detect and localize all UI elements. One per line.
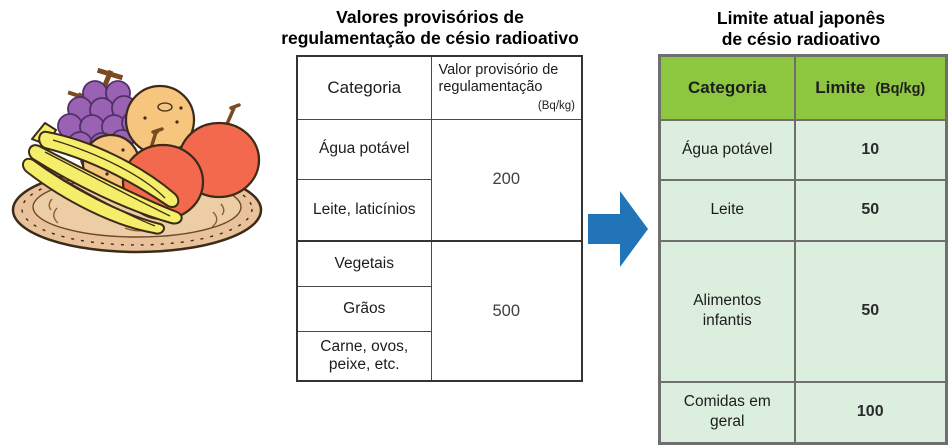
right-arrow-icon (588, 191, 648, 267)
right-header-category: Categoria (658, 54, 796, 121)
right-value-50-infantis: 50 (793, 239, 948, 383)
left-value-500: 500 (430, 240, 583, 382)
left-row-carne-ovos-peixe: Carne, ovos, peixe, etc. (296, 330, 582, 382)
right-cell-alimentos-infantis: Alimentos infantis (658, 239, 796, 383)
left-title-line1: Valores provisórios de (336, 7, 524, 27)
left-header-category: Categoria (296, 55, 432, 120)
right-value-50-leite: 50 (793, 178, 948, 242)
left-cell-graos: Grãos (296, 285, 432, 332)
right-row-comidas-em-geral: Comidas em geral 100 (658, 380, 948, 445)
right-value-10: 10 (793, 118, 948, 181)
left-row-vegetais: Vegetais 500 (296, 240, 583, 382)
right-title-line1: Limite atual japonês (716, 8, 886, 28)
left-table-title: Valores provisórios de regulamentação de… (262, 7, 598, 49)
left-row-graos: Grãos (296, 285, 582, 332)
right-header-unit: (Bq/kg) (875, 80, 926, 97)
right-cell-leite: Leite (658, 178, 796, 242)
left-table-header-row: Categoria Valor provisório de regulament… (296, 55, 583, 120)
left-row-leite-laticinios: Leite, laticínios (296, 178, 582, 242)
left-value-200: 200 (430, 118, 583, 242)
right-cell-comidas-em-geral: Comidas em geral (658, 380, 796, 445)
left-title-line2: regulamentação de césio radioativo (281, 28, 579, 48)
right-table-title: Limite atual japonês de césio radioativo (655, 8, 947, 50)
current-limits-table: Categoria Limite(Bq/kg) Água potável 10 … (658, 54, 948, 445)
right-header-limit: Limite (Bq/kg) (793, 54, 948, 121)
right-table-header-row: Categoria Limite (Bq/kg) (658, 54, 948, 121)
left-cell-leite-laticinios: Leite, laticínios (296, 178, 432, 242)
right-row-leite: Leite 50 (658, 178, 948, 242)
left-cell-agua-potavel: Água potável (296, 118, 432, 180)
left-cell-carne-ovos-peixe: Carne, ovos, peixe, etc. (296, 330, 432, 382)
left-header-value-line2: regulamentação (438, 79, 543, 95)
right-title-line2: de césio radioativo (721, 29, 881, 49)
left-row-agua-potavel: Água potável 200 (296, 118, 583, 242)
provisional-values-table: Categoria Valor provisório de regulament… (296, 55, 583, 382)
left-header-value-line1: Valor provisório de (438, 62, 559, 78)
right-header-limit-label: Limite (815, 77, 866, 97)
left-header-unit: (Bq/kg) (537, 100, 575, 112)
fruit-basket-illustration (11, 67, 263, 254)
left-cell-vegetais: Vegetais (296, 240, 432, 287)
right-value-100: 100 (793, 380, 948, 445)
left-header-value: Valor provisório de regulamentação (Bq/k… (430, 55, 583, 120)
right-cell-agua-potavel: Água potável (658, 118, 796, 181)
right-row-agua-potavel: Água potável 10 (658, 118, 948, 181)
right-row-alimentos-infantis: Alimentos infantis 50 (658, 239, 948, 383)
